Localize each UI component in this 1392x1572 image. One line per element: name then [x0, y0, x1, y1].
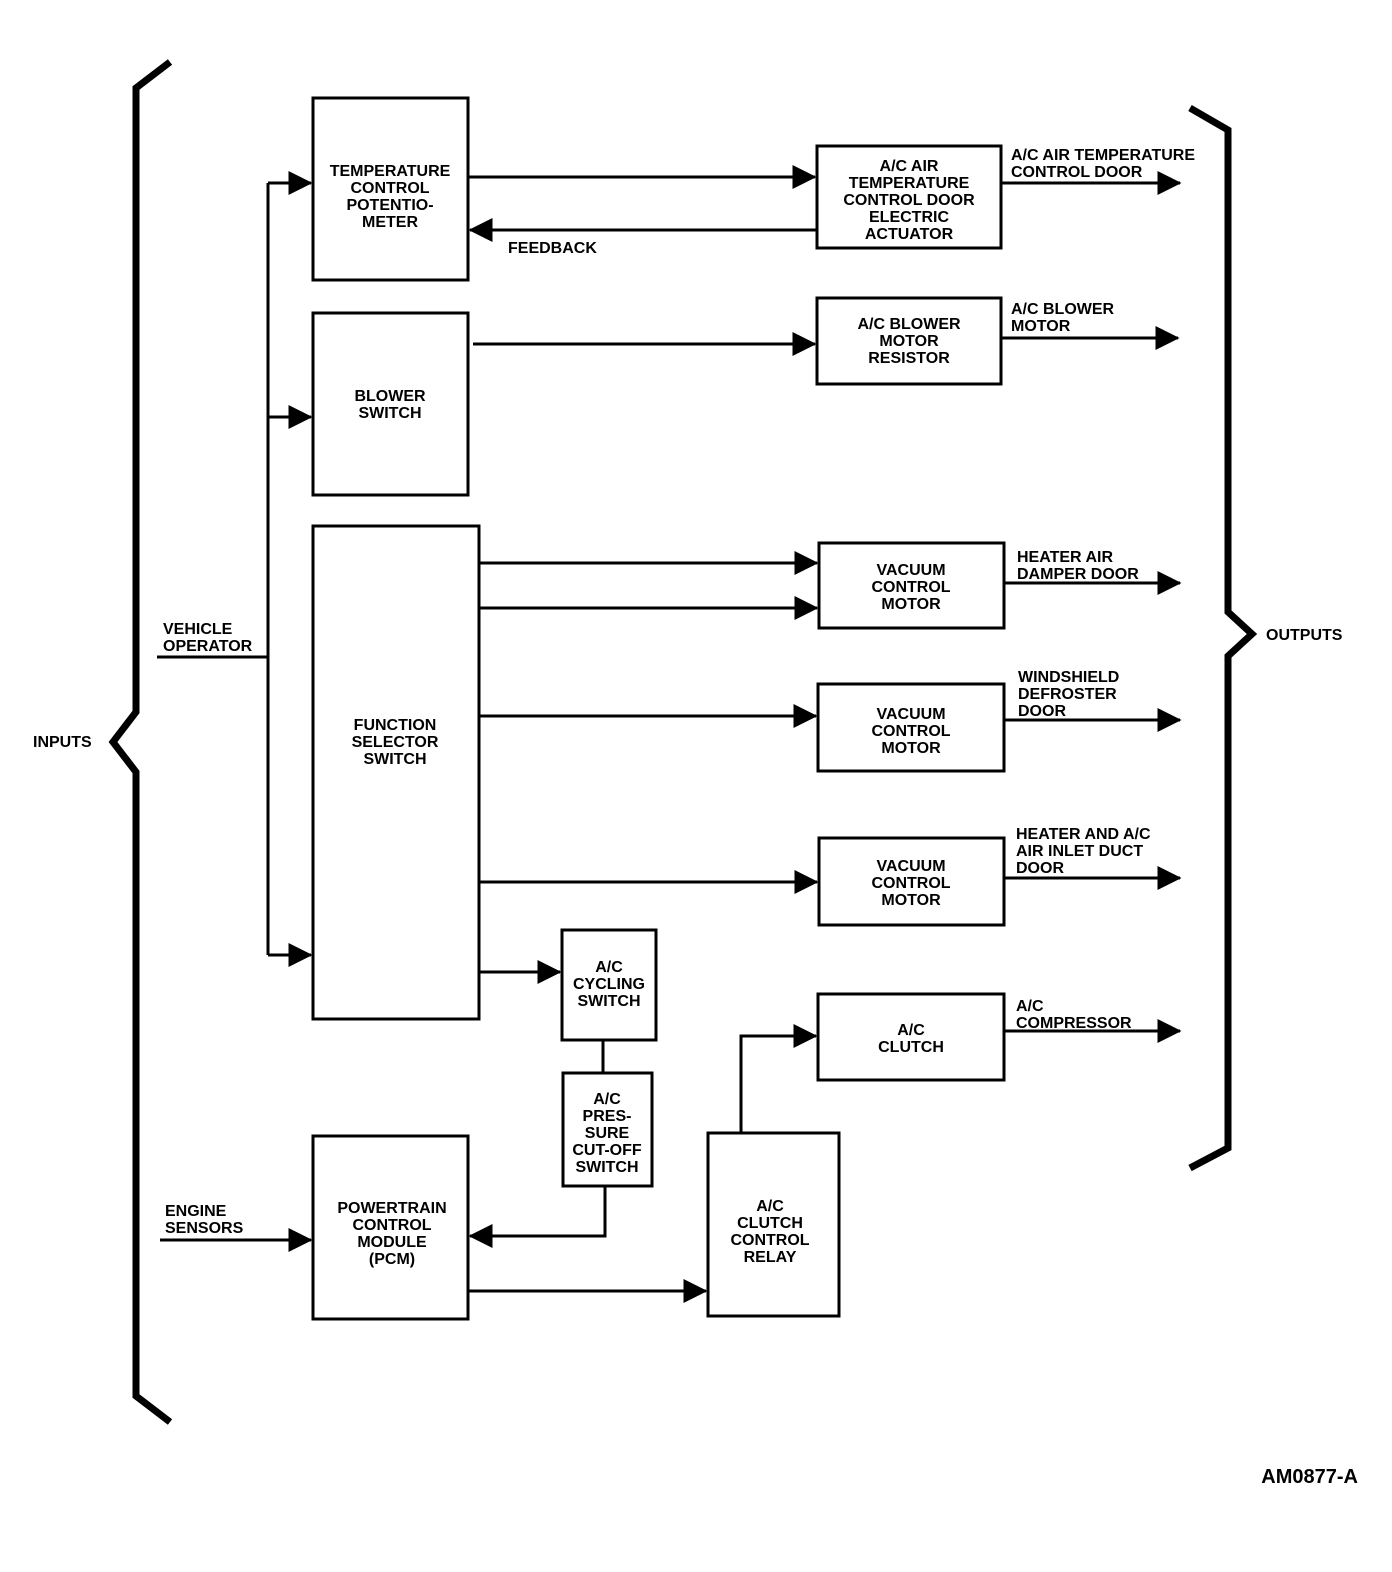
engine-sensors-label-1: ENGINE — [165, 1203, 227, 1220]
ac-air-temperature-actuator-box — [815, 144, 1003, 250]
output-defroster-label-1: WINDSHIELD — [1018, 669, 1119, 686]
ac-clutch-box — [816, 992, 1006, 1082]
function-selector-switch-box — [311, 524, 481, 1021]
vacuum-control-motor-1-box — [817, 541, 1006, 630]
pcm-label-4: (PCM) — [369, 1251, 415, 1268]
output-compressor-label-1: A/C — [1016, 998, 1044, 1015]
ac-cycling-label-1: A/C — [595, 959, 623, 976]
engine-sensors-label-2: SENSORS — [165, 1220, 244, 1237]
ac-pressure-label-2: PRES- — [583, 1108, 632, 1125]
ac-cycling-label-2: CYCLING — [573, 976, 645, 993]
output-compressor-label-2: COMPRESSOR — [1016, 1015, 1132, 1032]
vehicle-operator-label-2: OPERATOR — [163, 638, 253, 655]
ac-clutch-control-relay-box — [706, 1131, 841, 1318]
temp-pot-label-3: POTENTIO- — [346, 197, 433, 214]
inputs-label: INPUTS — [33, 734, 92, 751]
inputs-brace — [108, 59, 173, 1425]
temp-actuator-label-5: ACTUATOR — [865, 226, 954, 243]
vacuum-1-label-2: CONTROL — [871, 579, 950, 596]
feedback-label: FEEDBACK — [508, 240, 597, 257]
ac-pressure-label-3: SURE — [585, 1125, 630, 1142]
output-defroster-label-3: DOOR — [1018, 703, 1066, 720]
outputs-brace — [1188, 104, 1258, 1172]
clutch-relay-label-1: A/C — [756, 1198, 784, 1215]
ac-blower-motor-resistor-box — [815, 296, 1003, 386]
clutch-relay-label-2: CLUTCH — [737, 1215, 803, 1232]
vacuum-2-label-3: MOTOR — [881, 740, 941, 757]
function-selector-label-1: FUNCTION — [354, 717, 437, 734]
output-temp-door-label-2: CONTROL DOOR — [1011, 164, 1143, 181]
arrow-relay-to-clutch — [739, 1024, 818, 1133]
temp-actuator-label-4: ELECTRIC — [869, 209, 949, 226]
clutch-relay-label-3: CONTROL — [730, 1232, 809, 1249]
output-heater-damper-label-2: DAMPER DOOR — [1017, 566, 1139, 583]
ac-pressure-label-1: A/C — [593, 1091, 621, 1108]
blower-switch-label-2: SWITCH — [358, 405, 421, 422]
vacuum-3-label-2: CONTROL — [871, 875, 950, 892]
clutch-relay-label-4: RELAY — [744, 1249, 797, 1266]
ac-cycling-label-3: SWITCH — [577, 993, 640, 1010]
vacuum-3-label-3: MOTOR — [881, 892, 941, 909]
outputs-label: OUTPUTS — [1266, 627, 1343, 644]
pcm-label-1: POWERTRAIN — [337, 1200, 446, 1217]
blower-resistor-label-2: MOTOR — [879, 333, 939, 350]
temperature-control-potentiometer-box — [311, 96, 470, 282]
output-inlet-duct-label-2: AIR INLET DUCT — [1016, 843, 1143, 860]
vacuum-control-motor-3-box — [817, 836, 1006, 927]
arrow-pressure-to-pcm — [468, 1186, 607, 1248]
temp-actuator-label-2: TEMPERATURE — [849, 175, 970, 192]
figure-id: AM0877-A — [1261, 1466, 1358, 1488]
ac-clutch-label-1: A/C — [897, 1022, 925, 1039]
output-blower-motor-label-2: MOTOR — [1011, 318, 1071, 335]
vacuum-3-label-1: VACUUM — [876, 858, 945, 875]
ac-pressure-cutoff-switch-box — [561, 1071, 654, 1188]
pcm-label-2: CONTROL — [352, 1217, 431, 1234]
temp-pot-label-1: TEMPERATURE — [330, 163, 451, 180]
vacuum-1-label-1: VACUUM — [876, 562, 945, 579]
temp-pot-label-4: METER — [362, 214, 418, 231]
vacuum-2-label-1: VACUUM — [876, 706, 945, 723]
vacuum-2-label-2: CONTROL — [871, 723, 950, 740]
ac-clutch-label-2: CLUTCH — [878, 1039, 944, 1056]
function-selector-label-2: SELECTOR — [352, 734, 439, 751]
output-inlet-duct-label-3: DOOR — [1016, 860, 1064, 877]
vehicle-operator-label-1: VEHICLE — [163, 621, 233, 638]
temp-actuator-label-3: CONTROL DOOR — [843, 192, 975, 209]
pcm-box — [311, 1134, 470, 1321]
blower-resistor-label-3: RESISTOR — [868, 350, 950, 367]
blower-switch-label-1: BLOWER — [354, 388, 426, 405]
temp-actuator-label-1: A/C AIR — [880, 158, 939, 175]
output-defroster-label-2: DEFROSTER — [1018, 686, 1117, 703]
output-blower-motor-label-1: A/C BLOWER — [1011, 301, 1115, 318]
ac-cycling-switch-box — [560, 928, 658, 1042]
output-heater-damper-label-1: HEATER AIR — [1017, 549, 1113, 566]
vacuum-1-label-3: MOTOR — [881, 596, 941, 613]
output-inlet-duct-label-1: HEATER AND A/C — [1016, 826, 1151, 843]
ac-pressure-label-4: CUT-OFF — [572, 1142, 642, 1159]
vacuum-control-motor-2-box — [816, 682, 1006, 773]
temp-pot-label-2: CONTROL — [350, 180, 429, 197]
function-selector-label-3: SWITCH — [363, 751, 426, 768]
blower-resistor-label-1: A/C BLOWER — [857, 316, 961, 333]
output-temp-door-label-1: A/C AIR TEMPERATURE — [1011, 147, 1195, 164]
pcm-label-3: MODULE — [357, 1234, 427, 1251]
ac-pressure-label-5: SWITCH — [575, 1159, 638, 1176]
blower-switch-box — [311, 311, 470, 497]
